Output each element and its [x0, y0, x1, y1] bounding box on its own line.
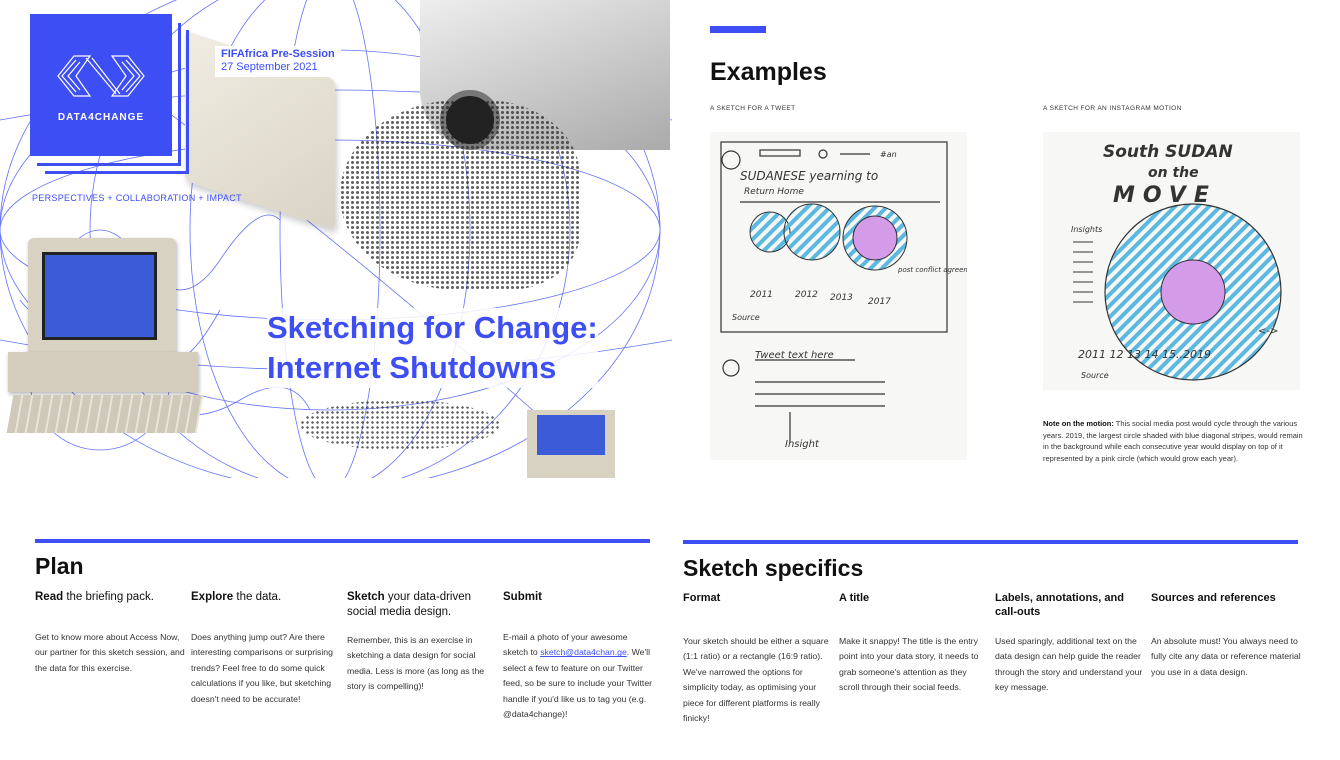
logo-frame-bar	[178, 23, 181, 164]
body-text: . We'll select a few to feature on our T…	[503, 647, 653, 720]
sketch-text: 2012	[795, 290, 818, 300]
plan-step-explore: Explore the data. Does anything jump out…	[191, 590, 341, 707]
step-keyword: Sketch	[347, 591, 385, 603]
step-keyword: Explore	[191, 591, 234, 603]
keyboard	[6, 395, 204, 433]
sketch-text: Return Home	[744, 187, 804, 197]
specific-body: An absolute must! You always need to ful…	[1151, 636, 1301, 677]
step-heading: the data.	[233, 591, 282, 603]
sketch-text: 2017	[868, 297, 891, 307]
tagline: PERSPECTIVES + COLLABORATION + IMPACT	[32, 193, 242, 203]
specific-body: Used sparingly, additional text on the d…	[995, 636, 1143, 693]
page-title: Sketching for Change: Internet Shutdowns	[267, 308, 598, 388]
tweet-sketch-caption: A SKETCH FOR A TWEET	[710, 105, 796, 112]
sketch-text: Source	[1081, 371, 1109, 380]
step-heading: your data-driven social media design.	[347, 591, 472, 618]
email-link[interactable]: sketch@data4chan.ge	[540, 647, 627, 658]
specific-title: A title Make it snappy! The title is the…	[839, 591, 989, 696]
tweet-sketch-image: SUDANESE yearning to Return Home #an 201…	[710, 132, 967, 460]
sketch-text: 2011	[750, 290, 773, 300]
step-keyword: Submit	[503, 591, 542, 603]
cover-hero: DATA4CHANGE FIFAfrica Pre-Session 27 Sep…	[0, 0, 672, 478]
sketch-text: Insight	[785, 439, 820, 450]
step-body: Does anything jump out? Are there intere…	[191, 632, 333, 704]
computer-base	[8, 352, 198, 392]
code-brackets-logo-icon	[57, 55, 145, 97]
plan-title: Plan	[35, 553, 84, 579]
halftone-face-illustration	[340, 100, 580, 290]
specifics-divider	[683, 540, 1298, 544]
specific-heading: A title	[839, 592, 870, 604]
specific-labels: Labels, annotations, and call-outs Used …	[995, 591, 1145, 696]
plan-step-read: Read the briefing pack. Get to know more…	[35, 590, 185, 676]
plan-divider	[35, 539, 650, 543]
sketch-text: post conflict agreement	[897, 266, 967, 274]
step-keyword: Read	[35, 591, 64, 603]
step-body: Remember, this is an exercise in sketchi…	[347, 635, 485, 692]
note-label: Note on the motion:	[1043, 419, 1114, 428]
body-text: E-mail a photo of your awesome sketch to	[503, 632, 628, 658]
logo-frame-bar	[186, 30, 189, 172]
logo-frame-bar	[37, 163, 181, 166]
halftone-shape	[300, 400, 500, 450]
sketch-text: #an	[880, 150, 897, 159]
logo-name: DATA4CHANGE	[57, 112, 145, 123]
specific-heading: Sources and references	[1151, 592, 1276, 604]
specific-body: Your sketch should be either a square (1…	[683, 636, 829, 724]
sketch-text: 2013	[830, 293, 853, 303]
examples-title: Examples	[710, 58, 827, 86]
logo-frame-bar	[45, 171, 189, 174]
event-title: FIFAfrica Pre-Session	[221, 48, 335, 60]
sketch-text: Source	[732, 313, 760, 322]
title-line-2: Internet Shutdowns	[267, 350, 557, 385]
step-body: E-mail a photo of your awesome sketch to…	[503, 630, 653, 722]
small-computer-illustration	[527, 410, 615, 478]
instagram-sketch-image: South SUDAN on the MOVE Insights 2011 12…	[1043, 132, 1300, 390]
specific-sources: Sources and references An absolute must!…	[1151, 591, 1301, 680]
data4change-logo: DATA4CHANGE	[30, 14, 172, 156]
step-heading: the briefing pack.	[63, 591, 154, 603]
plan-step-submit: Submit E-mail a photo of your awesome sk…	[503, 590, 653, 722]
sketch-text: South SUDAN	[1103, 142, 1233, 162]
title-line-1: Sketching for Change:	[267, 310, 598, 345]
sketch-text: <->	[1258, 326, 1278, 337]
sketch-text: on the	[1148, 165, 1199, 181]
sketch-text: SUDANESE yearning to	[740, 169, 878, 183]
instagram-sketch-caption: A SKETCH FOR AN INSTAGRAM MOTION	[1043, 105, 1182, 112]
specific-format: Format Your sketch should be either a sq…	[683, 591, 833, 726]
plan-step-sketch: Sketch your data-driven social media des…	[347, 590, 497, 695]
event-label: FIFAfrica Pre-Session 27 September 2021	[215, 46, 341, 77]
motion-note: Note on the motion: This social media po…	[1043, 418, 1305, 464]
sketch-text: Insights	[1071, 225, 1102, 234]
examples-accent-bar	[710, 26, 766, 33]
step-body: Get to know more about Access Now, our p…	[35, 632, 185, 673]
specific-heading: Labels, annotations, and call-outs	[995, 592, 1124, 618]
sketch-text: Tweet text here	[755, 350, 834, 361]
event-date: 27 September 2021	[221, 61, 318, 73]
retro-computer-illustration	[28, 238, 176, 356]
specific-heading: Format	[683, 592, 721, 604]
specific-body: Make it snappy! The title is the entry p…	[839, 636, 979, 693]
note-text: This social media post would cycle throu…	[1043, 419, 1303, 463]
specifics-title: Sketch specifics	[683, 555, 864, 581]
sketch-text: 2011 12 13 14 15..2019	[1078, 348, 1211, 361]
